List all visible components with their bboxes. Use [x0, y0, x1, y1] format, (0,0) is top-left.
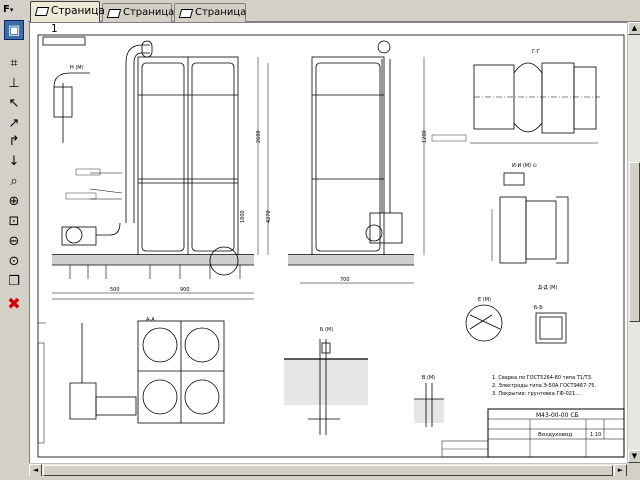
- dim-label: 900: [180, 287, 190, 293]
- note-3: 3. Покрытие: грунтовка ГФ-021...: [492, 391, 580, 397]
- move-down-icon: ↓: [8, 154, 20, 169]
- zoom-area-button[interactable]: ⊡: [4, 212, 24, 232]
- frame-tool-button[interactable]: ⌗: [4, 54, 24, 74]
- label-section-ii: И-И (М) ⊙: [512, 163, 537, 169]
- label-view-v: В (М): [422, 375, 435, 381]
- move-up-button[interactable]: ↱: [4, 132, 24, 152]
- page-icon: [34, 7, 50, 16]
- menu-corner-label: F: [3, 4, 10, 15]
- label-view-n: Н (М): [70, 65, 84, 71]
- drawing-canvas[interactable]: А-А Б-Б Г-Г Б (М) В (М) Н (М) Е (М) Д-Д …: [29, 22, 627, 463]
- label-view-b: Б (М): [320, 327, 333, 333]
- dim-label: 700: [340, 277, 350, 283]
- zoom-button[interactable]: ⌕: [4, 172, 24, 192]
- copy-button[interactable]: ❐: [4, 272, 24, 292]
- label-section-gg: Г-Г: [532, 49, 540, 55]
- zoom-out-button[interactable]: ⊖: [4, 232, 24, 252]
- zoom-out-icon: ⊖: [8, 234, 20, 249]
- move-left-icon: ↖: [8, 96, 20, 111]
- scroll-up-button[interactable]: ▲: [628, 22, 640, 35]
- dim-label: 2600: [256, 130, 262, 143]
- horizontal-scroll-thumb[interactable]: [43, 465, 613, 476]
- dim-label: 1200: [422, 130, 428, 143]
- label-section-bb: Б-Б: [534, 305, 543, 311]
- zoom-fit-button[interactable]: ⊙: [4, 252, 24, 272]
- label-section-aa: А-А: [146, 317, 155, 323]
- status-strip: [0, 476, 640, 480]
- tab-label: Страница 1: [51, 5, 105, 35]
- page-tab-bar: Страница 1 Страница 5 Страница 6: [28, 0, 640, 36]
- page-icon: [178, 9, 194, 18]
- stamp-name: Воздуховод: [538, 432, 572, 438]
- frame-tool-icon: ⌗: [10, 56, 18, 71]
- zoom-in-icon: ⊕: [8, 194, 20, 209]
- delete-icon: ✖: [7, 294, 21, 313]
- select-tool-icon: ▣: [7, 23, 21, 38]
- menu-corner[interactable]: F▾: [3, 4, 14, 15]
- vertical-scrollbar[interactable]: ▲ ▼: [627, 22, 640, 463]
- stamp-scale: 1:10: [590, 432, 601, 438]
- label-view-e: Е (М): [478, 297, 491, 303]
- delete-button[interactable]: ✖: [4, 294, 24, 314]
- move-down-button[interactable]: ↓: [4, 152, 24, 172]
- sheet-frame: [37, 34, 625, 458]
- copy-icon: ❐: [8, 274, 20, 289]
- node-tool-button[interactable]: ⊥: [4, 74, 24, 94]
- zoom-icon: ⌕: [10, 174, 18, 189]
- page-icon: [106, 9, 122, 18]
- tab-page-6[interactable]: Страница 6: [174, 3, 246, 36]
- note-2: 2. Электроды типа Э-50А ГОСТ9467-75.: [492, 383, 596, 389]
- scroll-down-button[interactable]: ▼: [628, 450, 640, 463]
- stamp-code: М43-00-00 СБ: [536, 412, 579, 419]
- zoom-in-button[interactable]: ⊕: [4, 192, 24, 212]
- move-right-button[interactable]: ↗: [4, 114, 24, 134]
- dim-label: 1800: [240, 210, 246, 223]
- tab-page-5[interactable]: Страница 5: [102, 3, 174, 36]
- zoom-fit-icon: ⊙: [8, 254, 20, 269]
- resize-grip: [627, 463, 640, 476]
- horizontal-scrollbar[interactable]: ◄ ►: [29, 463, 627, 477]
- left-toolbar: ▣ ⌗ ⊥ ↖ ↗ ↱ ↓ ⌕ ⊕ ⊡ ⊖ ⊙ ❐ ✖: [0, 20, 28, 480]
- node-tool-icon: ⊥: [8, 76, 20, 91]
- note-1: 1. Сварка по ГОСТ5264-80 типа Т1/Т3.: [492, 375, 593, 381]
- move-right-icon: ↗: [8, 116, 20, 131]
- select-tool-button[interactable]: ▣: [4, 20, 24, 40]
- sheet-label-box: [42, 36, 86, 46]
- tab-page-1[interactable]: Страница 1: [30, 1, 105, 35]
- label-view-d: Д-Д (М): [538, 285, 557, 291]
- vertical-scroll-thumb[interactable]: [629, 162, 640, 322]
- zoom-area-icon: ⊡: [8, 214, 20, 229]
- move-left-button[interactable]: ↖: [4, 94, 24, 114]
- dim-label: 4270: [266, 210, 272, 223]
- move-up-icon: ↱: [8, 134, 20, 149]
- dim-label: 500: [110, 287, 120, 293]
- technical-drawing: А-А Б-Б Г-Г Б (М) В (М) Н (М) Е (М) Д-Д …: [37, 34, 625, 458]
